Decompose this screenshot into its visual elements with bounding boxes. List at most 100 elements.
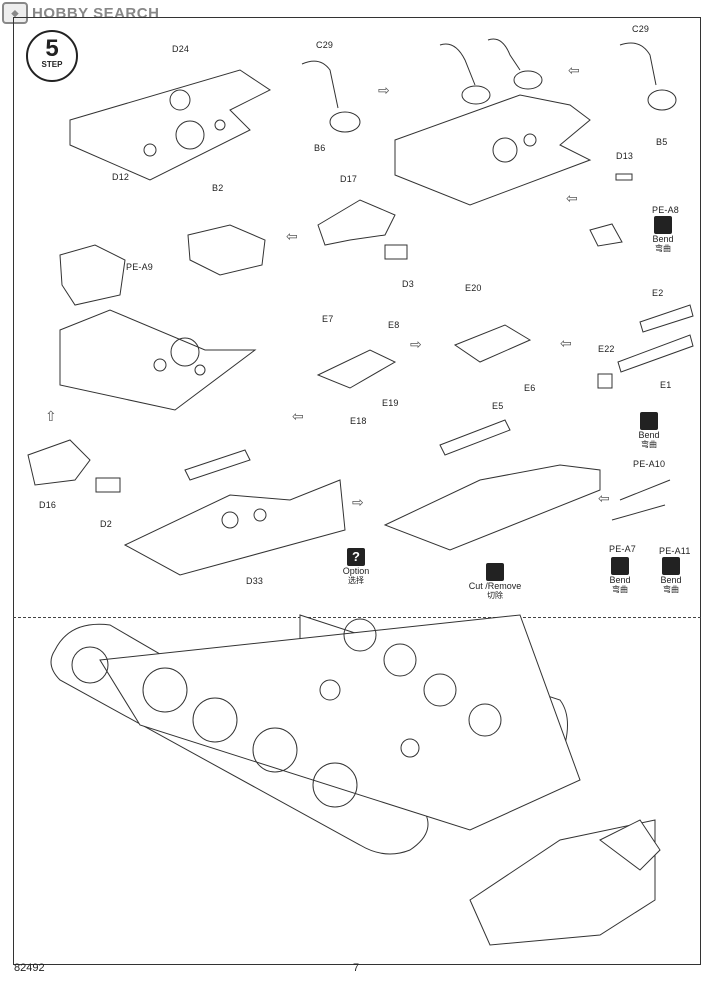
label-e5: E5: [492, 401, 504, 411]
bend-note-pe-a8: Bend 弯曲: [648, 216, 678, 253]
arrow-left-icon: ⇦: [292, 408, 304, 424]
step-number: 5: [45, 35, 59, 62]
label-e1: E1: [660, 380, 672, 390]
step-word: STEP: [41, 60, 63, 69]
hull-with-tracks: [50, 614, 661, 946]
rear-plate: [469, 819, 656, 946]
bend-icon: [662, 557, 680, 575]
label-e20: E20: [465, 283, 482, 293]
label-pe-a7: PE-A7: [609, 544, 637, 554]
arrow-left-icon: ⇦: [286, 228, 298, 244]
label-b2: B2: [212, 183, 224, 193]
road-wheel-1: [142, 667, 188, 713]
arrow-right-icon: ⇨: [410, 336, 422, 352]
road-wheel-6: [383, 643, 417, 677]
option-note: ? Option 选择: [338, 548, 374, 585]
section-divider: [13, 617, 701, 618]
rear-box: [599, 819, 661, 871]
label-pe-a8: PE-A8: [652, 205, 680, 215]
part-box-right: [187, 224, 266, 276]
bend-caption: Bend: [609, 575, 631, 585]
bend-note-pe-a11: Bend 弯曲: [656, 557, 686, 594]
part-e22: [597, 373, 613, 389]
label-b6: B6: [314, 143, 326, 153]
label-d12: D12: [112, 172, 130, 182]
label-e6: E6: [524, 383, 536, 393]
road-wheel-7: [423, 673, 457, 707]
option-caption-cn: 选择: [348, 576, 364, 585]
bend-caption-cn: 弯曲: [641, 440, 657, 449]
arrow-left-icon: ⇦: [598, 490, 610, 506]
hull-plate-bottom-left: [123, 479, 346, 576]
cut-remove-note: Cut /Remove 切除: [463, 563, 527, 600]
label-e7: E7: [322, 314, 334, 324]
label-e2: E2: [652, 288, 664, 298]
part-d3: [384, 244, 408, 260]
hull-body: [99, 614, 581, 831]
cut-remove-caption-cn: 切除: [487, 591, 503, 600]
label-pe-a10: PE-A10: [633, 459, 666, 469]
label-e19: E19: [382, 398, 399, 408]
bend-icon: [654, 216, 672, 234]
bend-caption: Bend: [638, 430, 660, 440]
cut-remove-caption: Cut /Remove: [468, 581, 522, 591]
part-e1: [617, 334, 694, 373]
label-d2: D2: [100, 519, 112, 529]
label-d24: D24: [172, 44, 190, 54]
road-wheel-2: [192, 697, 238, 743]
bend-caption-cn: 弯曲: [663, 585, 679, 594]
part-d16: [27, 439, 91, 486]
part-pe-a10: [611, 479, 671, 521]
drive-sprocket: [71, 646, 109, 684]
label-pe-a9: PE-A9: [126, 262, 154, 272]
bend-caption: Bend: [660, 575, 682, 585]
label-c29-b: C29: [632, 24, 650, 34]
cut-remove-icon: [486, 563, 504, 581]
arrow-left-icon: ⇦: [560, 335, 572, 351]
label-b5: B5: [656, 137, 668, 147]
watermark-logo-icon: ◆: [2, 2, 28, 24]
bend-caption-cn: 弯曲: [612, 585, 628, 594]
footer-product-code: 82492: [14, 962, 45, 974]
assembly-e18: [316, 349, 397, 389]
arrow-right-icon: ⇨: [352, 494, 364, 510]
label-e18: E18: [350, 416, 367, 426]
label-c29-a: C29: [316, 40, 334, 50]
bend-icon: [640, 412, 658, 430]
assembly-e20: [453, 324, 532, 363]
road-wheel-3: [252, 727, 298, 773]
part-box-left: [59, 244, 126, 306]
part-e5-installed: [439, 419, 511, 456]
part-d17: [317, 199, 396, 246]
label-d17: D17: [340, 174, 358, 184]
part-c29-b: [619, 42, 657, 86]
label-e8: E8: [388, 320, 400, 330]
option-caption: Option: [342, 566, 370, 576]
label-d13: D13: [616, 151, 634, 161]
arrow-left-icon: ⇦: [568, 62, 580, 78]
label-d16: D16: [39, 500, 57, 510]
hull-plate-d24: [69, 69, 271, 181]
part-e18-installed: [184, 449, 251, 481]
part-b5: [647, 89, 677, 111]
label-pe-a11: PE-A11: [659, 546, 691, 556]
road-wheel-8: [468, 703, 502, 737]
arrow-right-icon: ⇨: [378, 82, 390, 98]
bend-icon: [611, 557, 629, 575]
bend-note-pe-a7: Bend 弯曲: [605, 557, 635, 594]
bend-caption-cn: 弯曲: [655, 244, 671, 253]
part-d13: [615, 173, 633, 181]
hull-plate-bottom-mid: [383, 464, 601, 551]
step-badge: 5 STEP: [26, 30, 78, 82]
part-b6: [329, 111, 361, 133]
option-question-icon: ?: [347, 548, 365, 566]
road-wheel-4: [312, 762, 358, 808]
part-d2: [95, 477, 121, 493]
label-d33: D33: [246, 576, 264, 586]
arrow-left-icon: ⇦: [566, 190, 578, 206]
bend-note-top: Bend 弯曲: [634, 412, 664, 449]
road-wheel-5: [343, 618, 377, 652]
label-d3: D3: [402, 279, 414, 289]
footer-page-number: 7: [353, 962, 360, 974]
